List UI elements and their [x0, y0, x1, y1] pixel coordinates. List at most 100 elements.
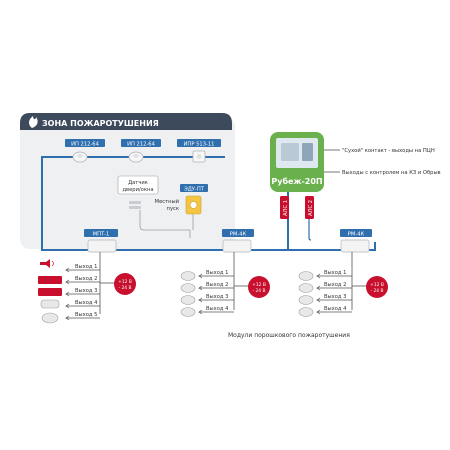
manual-call-point-icon: [192, 150, 206, 163]
controller-name: Рубеж-20П: [271, 176, 322, 186]
output-wire: [64, 303, 100, 309]
powder-module-icon: [41, 312, 59, 324]
output-wire: [315, 297, 352, 303]
output-label: Выход 2: [206, 282, 228, 288]
power-disc: [248, 276, 270, 298]
output-row: Выход 3: [315, 294, 352, 303]
detector-loop: [41, 156, 225, 240]
manual-call-point-label: ИПР 513-11: [184, 142, 215, 148]
smoke-detector-icon: [72, 151, 88, 163]
module-rm-2-label: РМ-4К: [348, 232, 365, 238]
output-wire: [315, 309, 352, 315]
module-mpt: МПТ-1 Выход 1 Выход 2 Выход 3 Выход 4 Вы…: [38, 229, 136, 324]
power-indicator: +12 В - 24 В: [366, 276, 388, 298]
powder-module-icon: [180, 271, 196, 281]
powder-module-icon: [298, 295, 314, 305]
edu-label-box: [180, 184, 208, 192]
output-row: Выход 3: [64, 288, 100, 297]
module-rm-2: РМ-4К Выход 1 Выход 2 Выход 3 Выход 4 +1…: [298, 229, 388, 317]
power-disc: [366, 276, 388, 298]
diagram-caption: Модули порошкового пожаротушения: [228, 332, 350, 339]
output-label: Выход 1: [75, 264, 97, 270]
door-sensor-line-2: двери/окна: [122, 187, 153, 193]
output-label: Выход 4: [75, 300, 98, 306]
output-label: Выход 4: [206, 306, 229, 312]
detector-2-label: ИП 212-64: [127, 142, 156, 148]
output-row: Выход 1: [64, 264, 100, 273]
module-mpt-label: МПТ-1: [93, 232, 110, 238]
output-wire: [64, 315, 100, 321]
power-plus-label: +12 В: [118, 279, 132, 285]
zone-header: [20, 113, 232, 130]
output-row: Выход 2: [64, 276, 100, 285]
als-1-box: [280, 196, 289, 219]
power-minus-label: - 24 В: [119, 285, 132, 291]
detector-2: ИП 212-64: [121, 139, 161, 163]
output-wire: [315, 273, 352, 279]
power-indicator: +12 В - 24 В: [114, 273, 136, 295]
fire-sign-icon: [38, 288, 62, 296]
output-wire: [64, 279, 100, 285]
module-rm-1-label-box: [222, 229, 254, 237]
powder-module-icon: [298, 283, 314, 293]
manual-call-point-label-box: [177, 139, 221, 147]
power-disc: [114, 273, 136, 295]
als-2-wire: [308, 219, 312, 241]
output-wire: [64, 291, 100, 297]
detector-1-label-box: [65, 139, 105, 147]
output-row: Выход 4: [197, 306, 234, 315]
powder-module-icon: [180, 295, 196, 305]
output-label: Выход 3: [324, 294, 346, 300]
detector-2-label-box: [121, 139, 161, 147]
manual-call-point: ИПР 513-11: [177, 139, 221, 163]
output-row: Выход 5: [64, 312, 100, 321]
als-2-label: АЛС 2: [308, 200, 314, 216]
module-rm-1-device: [222, 239, 252, 253]
module-mpt-device: [87, 239, 117, 253]
output-label: Выход 3: [75, 288, 97, 294]
output-label: Выход 2: [324, 282, 346, 288]
detector-1-label: ИП 212-64: [71, 142, 100, 148]
power-plus-label: +12 В: [252, 282, 266, 288]
door-sensor-box: [117, 175, 159, 195]
dry-contact-note: "Сухой" контакт - выходы на ПЦН: [342, 147, 435, 154]
output-row: Выход 4: [64, 300, 100, 309]
output-wire: [197, 273, 234, 279]
zone-title: ЗОНА ПОЖАРОТУШЕНИЯ: [42, 119, 159, 128]
output-label: Выход 1: [206, 270, 228, 276]
output-row: Выход 1: [197, 270, 234, 279]
edu-local-start: ЭДУ-ПТ Местный пуск: [155, 184, 208, 215]
power-plus-label: +12 В: [370, 282, 384, 288]
controller-rubezh: Рубеж-20П: [270, 132, 324, 192]
als-2-tag: АЛС 2: [305, 196, 314, 219]
local-start-line-2: пуск: [167, 206, 179, 212]
output-row: Выход 2: [315, 282, 352, 291]
output-wire: [315, 285, 352, 291]
output-wire: [64, 267, 100, 273]
als-1-tag: АЛС 1: [280, 196, 289, 219]
smoke-detector-icon: [128, 151, 144, 163]
als-2-box: [305, 196, 314, 219]
power-minus-label: - 24 В: [371, 288, 384, 294]
output-row: Выход 4: [315, 306, 352, 315]
power-indicator: +12 В - 24 В: [248, 276, 270, 298]
edu-label: ЭДУ-ПТ: [184, 187, 205, 193]
controller-display: [281, 143, 299, 161]
local-start-line-1: Местный: [155, 198, 179, 205]
output-label: Выход 1: [324, 270, 346, 276]
detector-1: ИП 212-64: [65, 139, 105, 163]
module-rm-1-label: РМ-4К: [230, 232, 247, 238]
powder-module-icon: [298, 271, 314, 281]
output-row: Выход 3: [197, 294, 234, 303]
output-wire: [197, 285, 234, 291]
output-wire: [197, 309, 234, 315]
output-label: Выход 5: [75, 312, 97, 318]
door-sensor-icon: [129, 201, 141, 209]
powder-module-icon: [180, 307, 196, 317]
door-sensor-wire: [139, 210, 191, 238]
output-row: Выход 2: [197, 282, 234, 291]
siren-icon: [40, 259, 54, 268]
module-rm-1: РМ-4К Выход 1 Выход 2 Выход 3 Выход 4 +1…: [180, 229, 270, 317]
output-wire: [197, 297, 234, 303]
